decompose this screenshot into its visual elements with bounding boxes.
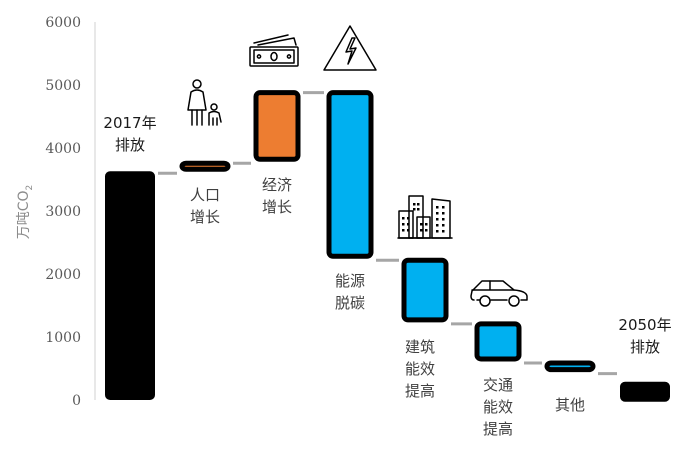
icons	[187, 25, 528, 307]
category-label: 交通能效提高	[483, 376, 513, 438]
category-label: 能源脱碳	[335, 272, 365, 312]
electricity-warning-icon	[323, 25, 377, 71]
category-labels: 2017年排放人口增长 经济增长能源脱碳建筑能效提高交通能效提高 其他 2050年排放	[103, 114, 671, 438]
bars	[105, 90, 670, 402]
category-label: 2050年排放	[618, 316, 671, 356]
bar-increase	[253, 90, 301, 162]
bar-decrease	[401, 257, 449, 323]
bar-total	[105, 171, 155, 400]
y-tick-label: 5000	[45, 78, 81, 94]
y-tick-label: 0	[72, 393, 81, 409]
y-axis-title: 万吨CO2	[16, 185, 35, 240]
bar-decrease	[544, 360, 596, 373]
connector-lines	[158, 91, 617, 376]
y-tick-label: 6000	[45, 15, 81, 31]
family-icon	[187, 79, 222, 126]
y-tick-label: 1000	[45, 330, 81, 346]
bar-total	[620, 381, 670, 402]
category-label: 2017年排放	[103, 114, 156, 154]
car-icon	[470, 280, 528, 307]
y-tick-label: 4000	[45, 141, 81, 157]
category-label: 建筑能效提高	[405, 338, 435, 400]
buildings-icon	[397, 195, 453, 239]
category-label: 人口增长	[190, 186, 220, 226]
y-tick-label: 2000	[45, 267, 81, 283]
bar-decrease	[474, 321, 522, 362]
money-icon	[249, 34, 299, 67]
category-label: 经济增长	[262, 176, 292, 216]
category-label: 其他	[555, 396, 585, 414]
y-axis: 0 1000 2000 3000 4000 5000 6000 万吨CO2	[16, 15, 96, 409]
bar-decrease	[326, 90, 374, 259]
y-tick-label: 3000	[45, 204, 81, 220]
bar-increase	[179, 160, 231, 172]
